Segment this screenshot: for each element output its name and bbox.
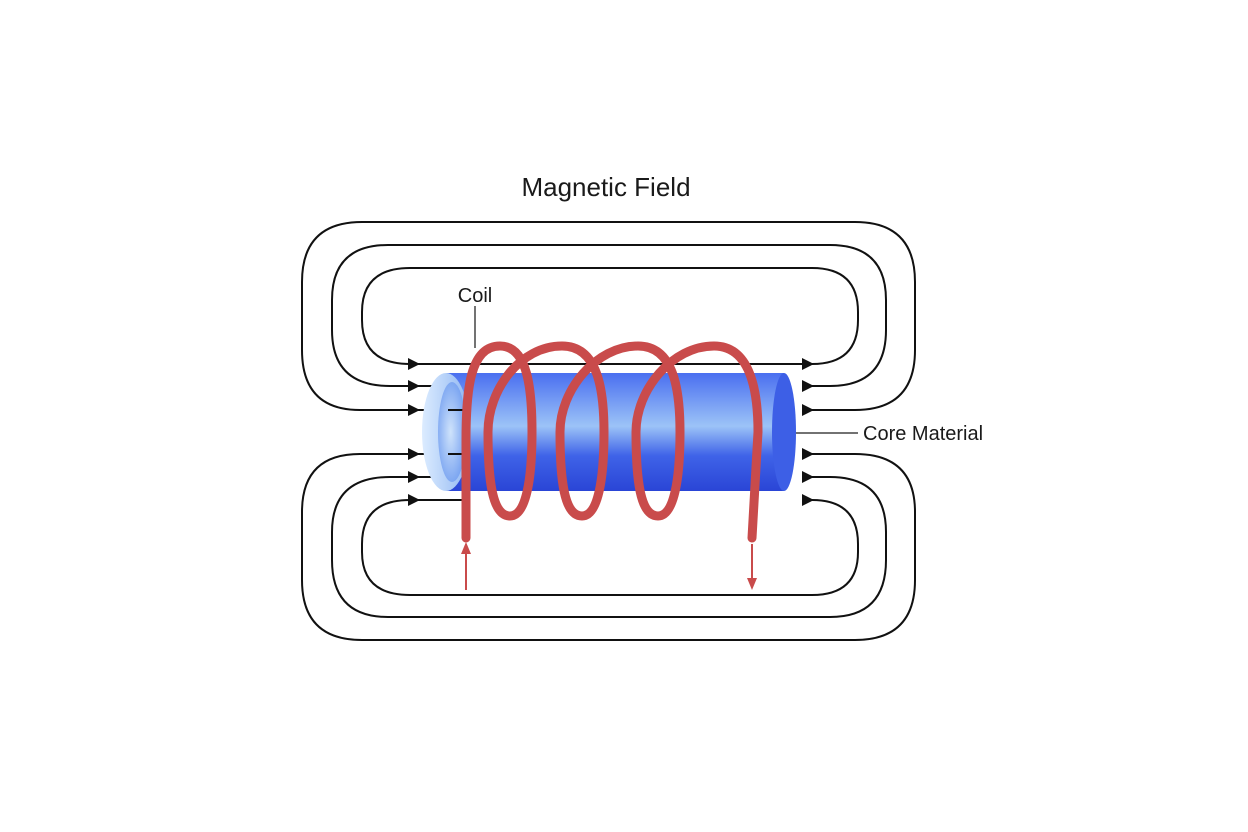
- core-label: Core Material: [863, 423, 983, 445]
- arrowhead: [408, 494, 420, 506]
- arrowhead: [802, 380, 814, 392]
- core-left-hole: [438, 382, 466, 482]
- current-arrow-out: [747, 544, 757, 590]
- arrowhead: [408, 448, 420, 460]
- arrowhead: [802, 494, 814, 506]
- field-line-bottom-inner: [361, 499, 859, 596]
- current-in-arrowhead: [461, 542, 471, 554]
- core-material: [422, 373, 796, 491]
- field-lines-bottom: [301, 453, 916, 641]
- current-arrow-in: [461, 542, 471, 590]
- field-line-top-inner: [361, 267, 859, 365]
- field-line-top-middle: [331, 244, 887, 387]
- field-line-bottom-middle: [331, 476, 887, 618]
- arrowhead: [408, 471, 420, 483]
- core-body: [446, 373, 784, 491]
- field-line-top-outer: [301, 221, 916, 411]
- field-line-bottom-outer: [301, 453, 916, 641]
- arrowhead: [802, 404, 814, 416]
- core-right-end: [772, 373, 796, 491]
- diagram-title: Magnetic Field: [521, 172, 690, 202]
- field-lines-top: [301, 221, 916, 411]
- coil-label: Coil: [458, 285, 492, 307]
- arrowhead: [408, 358, 420, 370]
- arrowhead: [802, 448, 814, 460]
- arrowhead: [408, 380, 420, 392]
- coil-wire: [461, 341, 763, 543]
- arrowhead: [802, 471, 814, 483]
- coil: [461, 341, 763, 543]
- field-arrows-left: [408, 358, 420, 506]
- arrowhead: [408, 404, 420, 416]
- arrowhead: [802, 358, 814, 370]
- field-arrows-right: [802, 358, 814, 506]
- current-out-arrowhead: [747, 578, 757, 590]
